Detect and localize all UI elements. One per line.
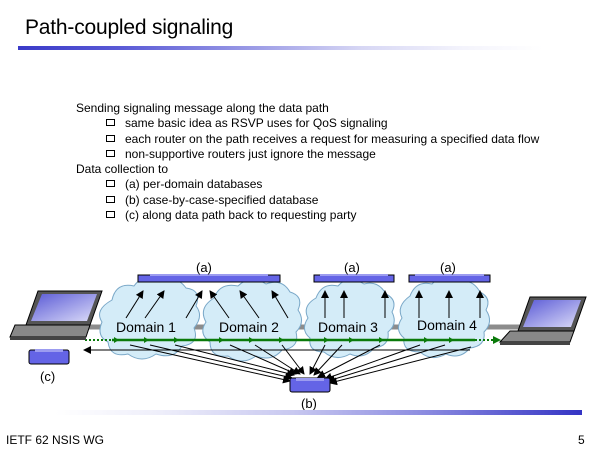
bullet-level2: same basic idea as RSVP uses for QoS sig… — [76, 116, 539, 131]
database-a-label: (a) — [440, 260, 456, 275]
database-c-icon — [28, 349, 70, 365]
domain-label: Domain 1 — [116, 319, 176, 335]
domain-label: Domain 2 — [219, 319, 279, 335]
bullet-level2: each router on the path receives a reque… — [76, 132, 539, 147]
footer-bar — [55, 410, 582, 415]
report-arrows-a — [125, 290, 484, 319]
bullet-level2: (a) per-domain databases — [76, 177, 539, 192]
database-a-icon — [408, 274, 491, 283]
report-arrows-b — [129, 344, 472, 386]
domain-label: Domain 3 — [318, 319, 378, 335]
square-bullet-icon — [106, 134, 115, 142]
square-bullet-icon — [106, 195, 115, 203]
square-bullet-icon — [106, 149, 115, 157]
bullet-list: Sending signaling message along the data… — [76, 101, 539, 223]
database-c-label: (c) — [40, 369, 55, 384]
bullet-level1: Sending signaling message along the data… — [76, 101, 329, 115]
router-hop-markers — [114, 337, 454, 343]
slide-title: Path-coupled signaling — [25, 16, 234, 39]
page-number: 5 — [578, 433, 585, 447]
database-b-icon — [289, 377, 331, 393]
bullet-level1: Data collection to — [76, 162, 169, 177]
database-a-label: (a) — [196, 260, 212, 275]
laptop-icon — [498, 296, 587, 345]
database-a-icon — [313, 274, 395, 283]
bullet-level2: non-supportive routers just ignore the m… — [76, 147, 539, 162]
square-bullet-icon — [106, 211, 115, 219]
title-underline-bar — [18, 46, 543, 50]
bullet-level2: (b) case-by-case-specified database — [76, 193, 539, 208]
database-a-label: (a) — [344, 260, 360, 275]
footer-text: IETF 62 NSIS WG — [6, 433, 105, 447]
database-b-label: (b) — [301, 396, 317, 411]
laptop-icon — [9, 290, 103, 340]
square-bullet-icon — [106, 119, 115, 127]
bullet-level2: (c) along data path back to requesting p… — [76, 208, 539, 223]
square-bullet-icon — [106, 180, 115, 188]
database-a-icon — [137, 274, 281, 283]
domain-label: Domain 4 — [417, 317, 477, 333]
